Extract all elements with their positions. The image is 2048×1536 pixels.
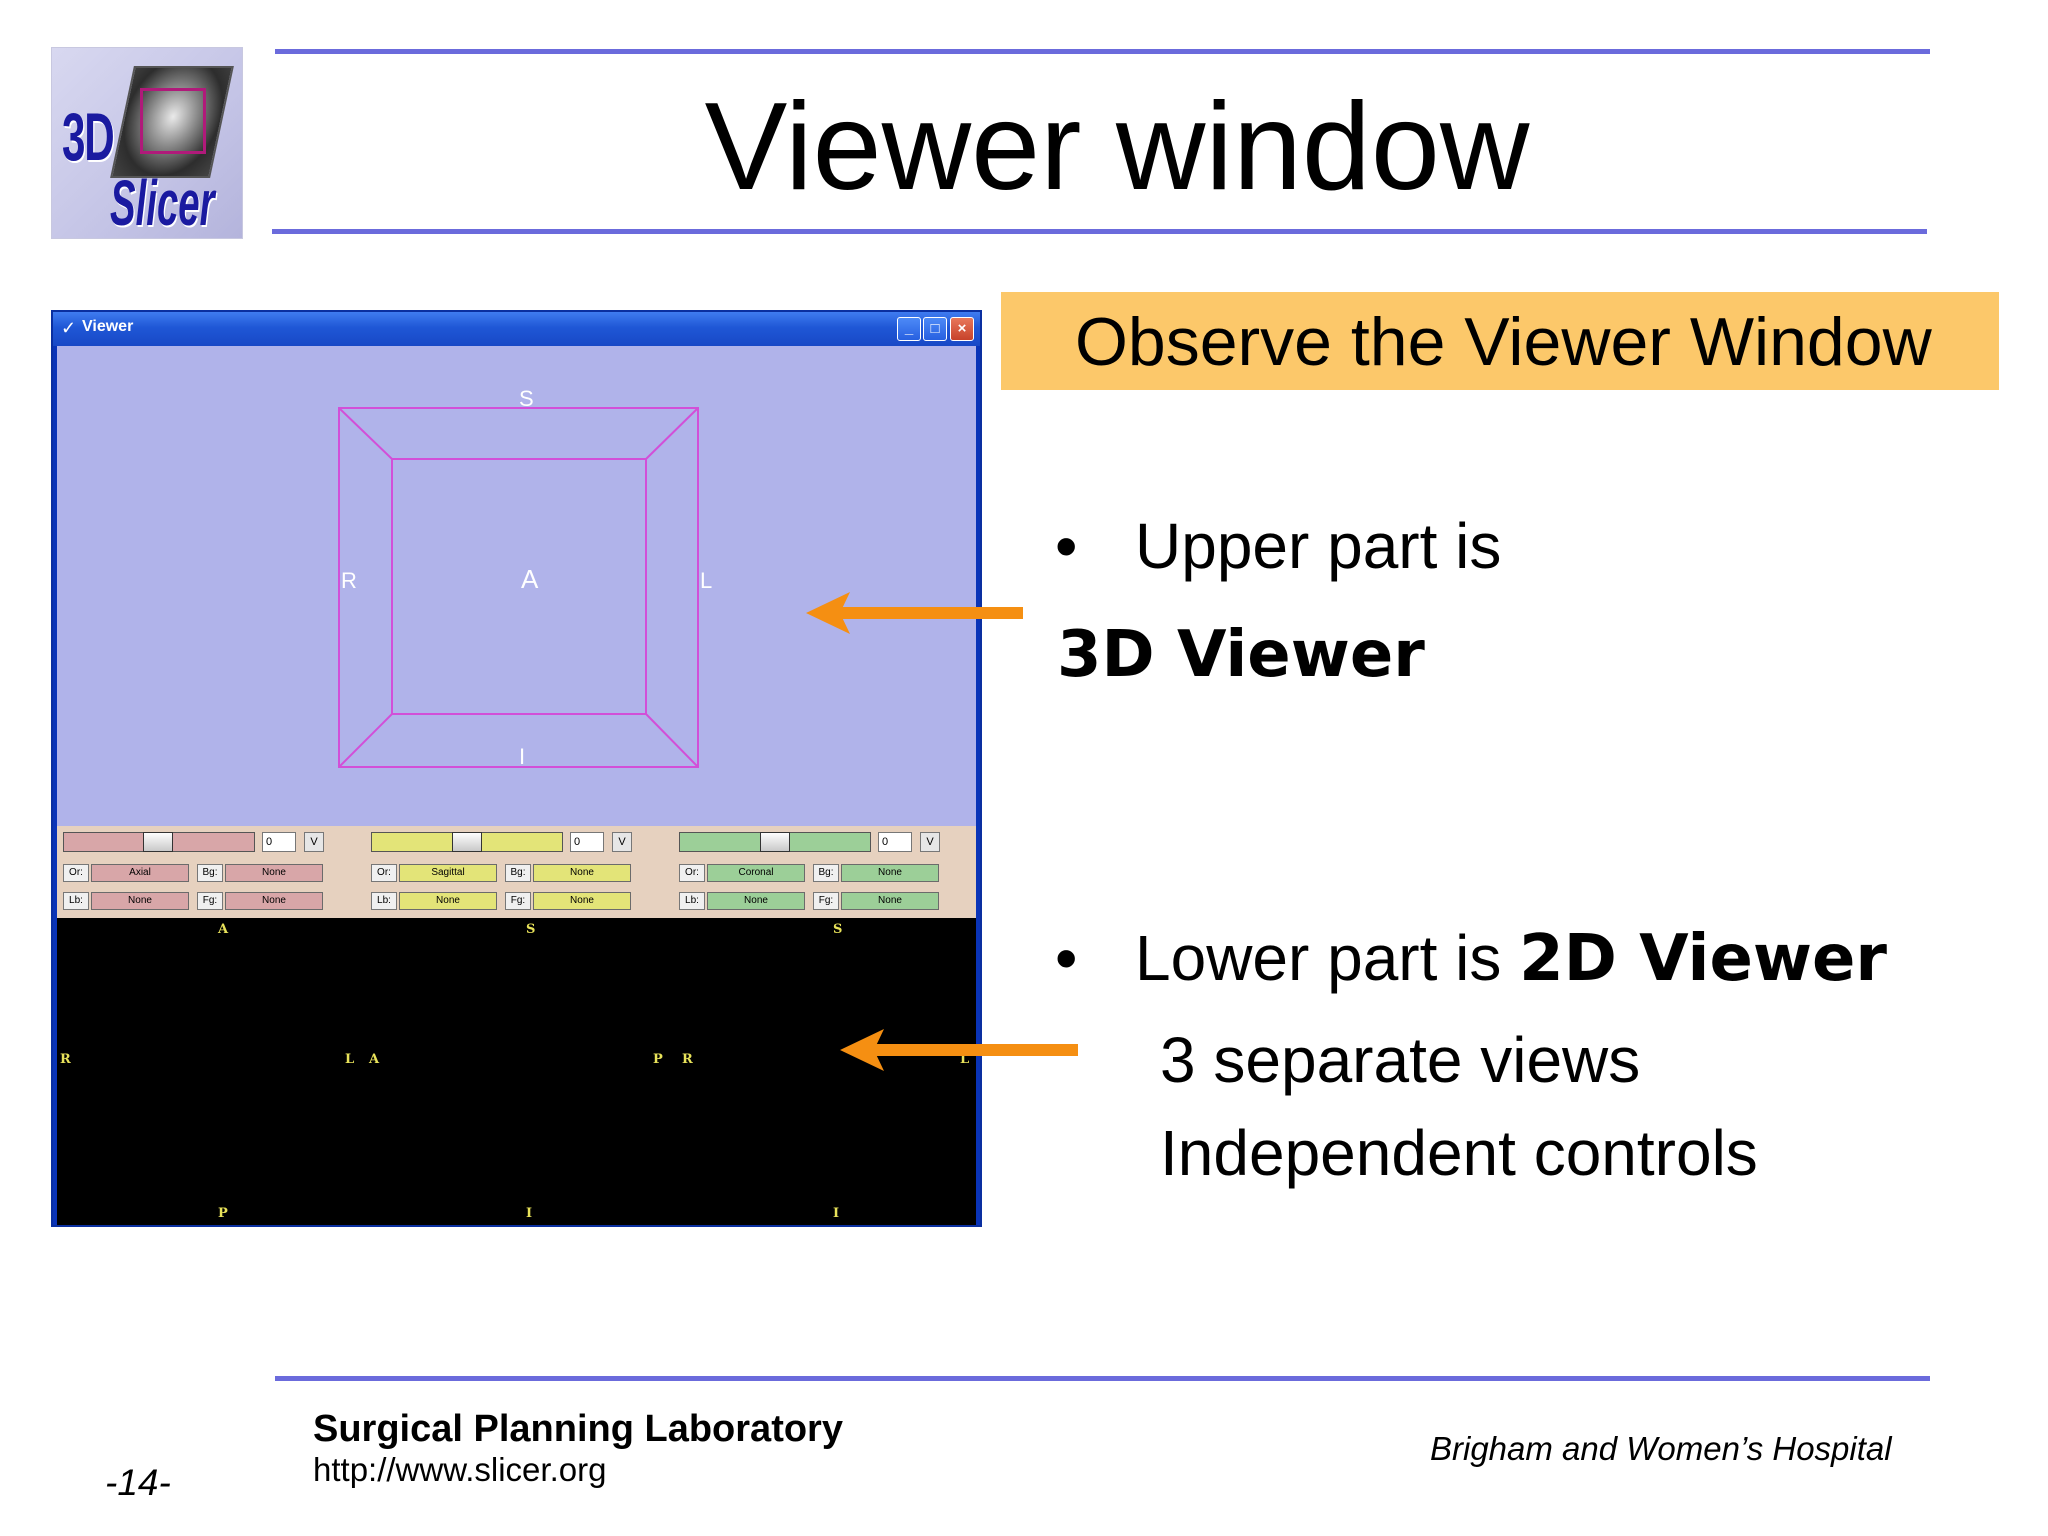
orientation-label-r: R: [341, 568, 357, 593]
axial-fg-label: Fg:: [197, 892, 223, 910]
coronal-lb-label: Lb:: [679, 892, 705, 910]
coronal-lb-menu[interactable]: None: [707, 892, 805, 910]
window-title: Viewer: [82, 318, 134, 335]
sagittal-fg-menu[interactable]: None: [533, 892, 631, 910]
3d-viewer[interactable]: S R A L I: [57, 346, 976, 826]
orientation-label-a: A: [521, 564, 539, 594]
axial-label-left: R: [60, 1052, 71, 1067]
cube-edge: [645, 407, 699, 460]
bullet-2-marker: •: [1055, 922, 1078, 994]
coronal-fg-label: Fg:: [813, 892, 839, 910]
cube-edge: [645, 713, 699, 768]
header-rule-bottom: [272, 229, 1927, 234]
coronal-bg-label: Bg:: [813, 864, 839, 882]
coronal-slider-handle[interactable]: [760, 832, 790, 852]
orientation-label-i: I: [519, 744, 526, 769]
sagittal-bg-menu[interactable]: None: [533, 864, 631, 882]
axial-visibility-button[interactable]: V: [304, 832, 324, 852]
footer-url[interactable]: http://www.slicer.org: [313, 1451, 607, 1488]
axial-view[interactable]: A R L P: [57, 918, 363, 1225]
sagittal-lb-label: Lb:: [371, 892, 397, 910]
coronal-bg-menu[interactable]: None: [841, 864, 939, 882]
maximize-button[interactable]: □: [923, 317, 947, 341]
sagittal-label-right: P: [653, 1052, 663, 1067]
bullet-2-sub-1: 3 separate views: [1160, 1024, 1641, 1096]
header-rule-top: [275, 49, 1930, 54]
axial-label-right: L: [345, 1052, 355, 1067]
cube-outer-face: [338, 407, 699, 768]
sagittal-label-left: A: [369, 1052, 380, 1067]
coronal-label-top: S: [833, 922, 843, 937]
slice-controls-panel: 0 V Or: Axial Bg: None Lb: None Fg: None…: [57, 826, 976, 918]
bounding-box-cube: [338, 407, 699, 768]
sagittal-fg-label: Fg:: [505, 892, 531, 910]
cube-inner-face: [391, 458, 647, 715]
cube-edge: [338, 713, 393, 768]
axial-lb-menu[interactable]: None: [91, 892, 189, 910]
logo-text-3d: 3D: [62, 99, 115, 175]
axial-orientation-menu[interactable]: Axial: [91, 864, 189, 882]
footer-rule: [275, 1376, 1930, 1381]
coronal-orientation-menu[interactable]: Coronal: [707, 864, 805, 882]
arrow-to-3d-viewer: [840, 607, 1023, 619]
sagittal-or-label: Or:: [371, 864, 397, 882]
axial-slice-value[interactable]: 0: [262, 832, 296, 852]
arrow-head-icon: [806, 592, 850, 634]
axial-label-top: A: [218, 922, 229, 937]
coronal-fg-menu[interactable]: None: [841, 892, 939, 910]
app-icon: ✓: [61, 318, 77, 338]
coronal-label-right: L: [960, 1052, 970, 1067]
window-titlebar[interactable]: ✓ Viewer _ □ ×: [53, 312, 980, 346]
coronal-slice-value[interactable]: 0: [878, 832, 912, 852]
coronal-visibility-button[interactable]: V: [920, 832, 940, 852]
sagittal-label-bottom: I: [526, 1206, 533, 1221]
sagittal-lb-menu[interactable]: None: [399, 892, 497, 910]
footer-lab-name: Surgical Planning Laboratory: [313, 1408, 843, 1450]
sagittal-slice-value[interactable]: 0: [570, 832, 604, 852]
bullet-1-line-2: 3D Viewer: [1057, 618, 1425, 692]
slicer-logo: 3D Slicer: [51, 47, 243, 239]
sagittal-slider-handle[interactable]: [452, 832, 482, 852]
orientation-label-s: S: [519, 386, 534, 411]
callout-text: Observe the Viewer Window: [1075, 304, 1932, 380]
arrow-to-2d-viewer: [873, 1044, 1078, 1056]
sagittal-bg-label: Bg:: [505, 864, 531, 882]
bullet-1-line-1: Upper part is: [1135, 510, 1502, 582]
axial-bg-label: Bg:: [197, 864, 223, 882]
sagittal-label-top: S: [526, 922, 536, 937]
axial-slider-handle[interactable]: [143, 832, 173, 852]
orientation-label-l: L: [700, 568, 713, 593]
axial-fg-menu[interactable]: None: [225, 892, 323, 910]
page-number: -14-: [105, 1462, 171, 1503]
slice-plane-frame: [140, 88, 206, 154]
bullet-2-prefix: Lower part is: [1135, 922, 1520, 994]
footer-hospital: Brigham and Women’s Hospital: [1430, 1430, 1892, 1467]
axial-lb-label: Lb:: [63, 892, 89, 910]
callout-box: [1001, 292, 1999, 390]
coronal-view[interactable]: S R L I: [670, 918, 976, 1225]
viewer-window: ✓ Viewer _ □ × S R A L I 0 V Or: Ax: [51, 310, 982, 1227]
minimize-button[interactable]: _: [897, 317, 921, 341]
bullet-2-sub-2: Independent controls: [1160, 1117, 1758, 1189]
axial-or-label: Or:: [63, 864, 89, 882]
arrow-head-icon: [840, 1029, 884, 1071]
2d-viewer: A R L P S A P I S R L I: [57, 918, 976, 1225]
coronal-label-left: R: [682, 1052, 693, 1067]
sagittal-orientation-menu[interactable]: Sagittal: [399, 864, 497, 882]
coronal-or-label: Or:: [679, 864, 705, 882]
bullet-1-marker: •: [1055, 510, 1078, 582]
axial-bg-menu[interactable]: None: [225, 864, 323, 882]
bullet-2-bold: 2D Viewer: [1519, 922, 1887, 996]
axial-label-bottom: P: [218, 1206, 228, 1221]
logo-text-slicer: Slicer: [110, 167, 215, 239]
bullet-2-line-1: Lower part is 2D Viewer: [1135, 920, 1887, 997]
coronal-label-bottom: I: [833, 1206, 840, 1221]
sagittal-visibility-button[interactable]: V: [612, 832, 632, 852]
slide-title: Viewer window: [704, 78, 1530, 216]
cube-edge: [338, 407, 393, 460]
sagittal-view[interactable]: S A P I: [363, 918, 670, 1225]
close-button[interactable]: ×: [950, 317, 974, 341]
